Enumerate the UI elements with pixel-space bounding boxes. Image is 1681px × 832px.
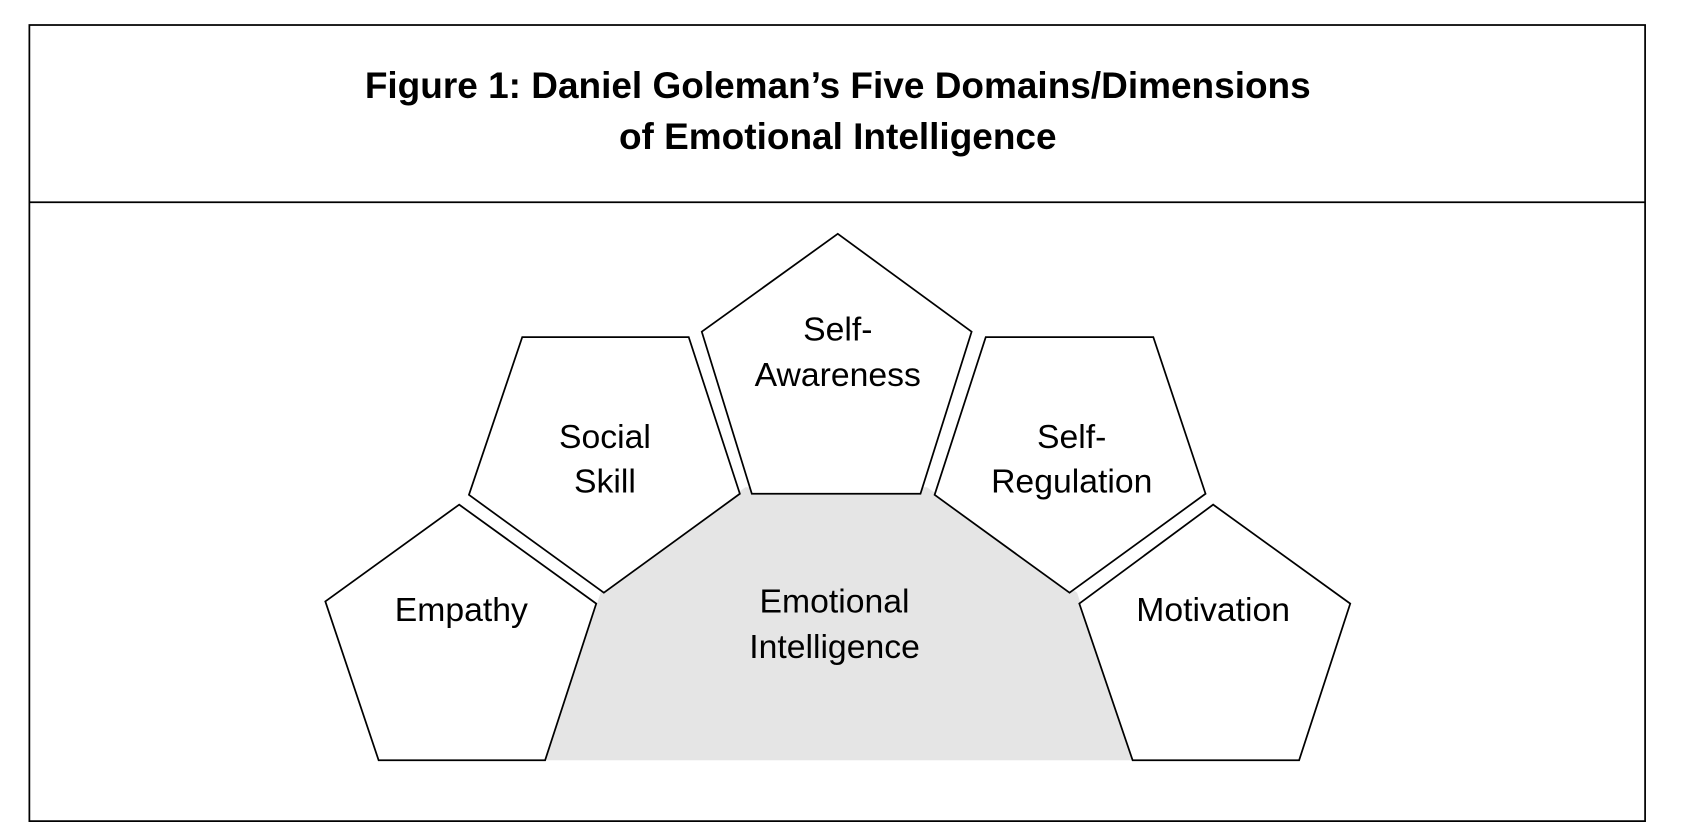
- self-regulation-label-1: Self-: [1037, 418, 1106, 456]
- empathy-label: Empathy: [395, 591, 528, 629]
- self-awareness-pentagon: [700, 232, 973, 495]
- center-label-1: Emotional: [760, 582, 910, 620]
- motivation-label: Motivation: [1136, 591, 1290, 629]
- self-regulation-label-2: Regulation: [991, 463, 1152, 501]
- motivation-pentagon: [1078, 503, 1352, 762]
- emotional-intelligence-core: [545, 487, 1133, 761]
- center-label-2: Intelligence: [749, 628, 920, 666]
- social-skill-label-1: Social: [559, 418, 651, 456]
- social-skill-label-2: Skill: [574, 463, 636, 501]
- figure-frame: [28, 24, 1646, 822]
- self-awareness-label-2: Awareness: [755, 356, 921, 394]
- empathy-pentagon: [324, 503, 598, 762]
- self-regulation-pentagon: [933, 336, 1207, 594]
- figure-title-line2: of Emotional Intelligence: [619, 116, 1057, 157]
- figure-title-line1: Figure 1: Daniel Goleman’s Five Domains/…: [365, 65, 1311, 106]
- social-skill-pentagon: [467, 336, 741, 594]
- self-awareness-label-1: Self-: [803, 310, 872, 348]
